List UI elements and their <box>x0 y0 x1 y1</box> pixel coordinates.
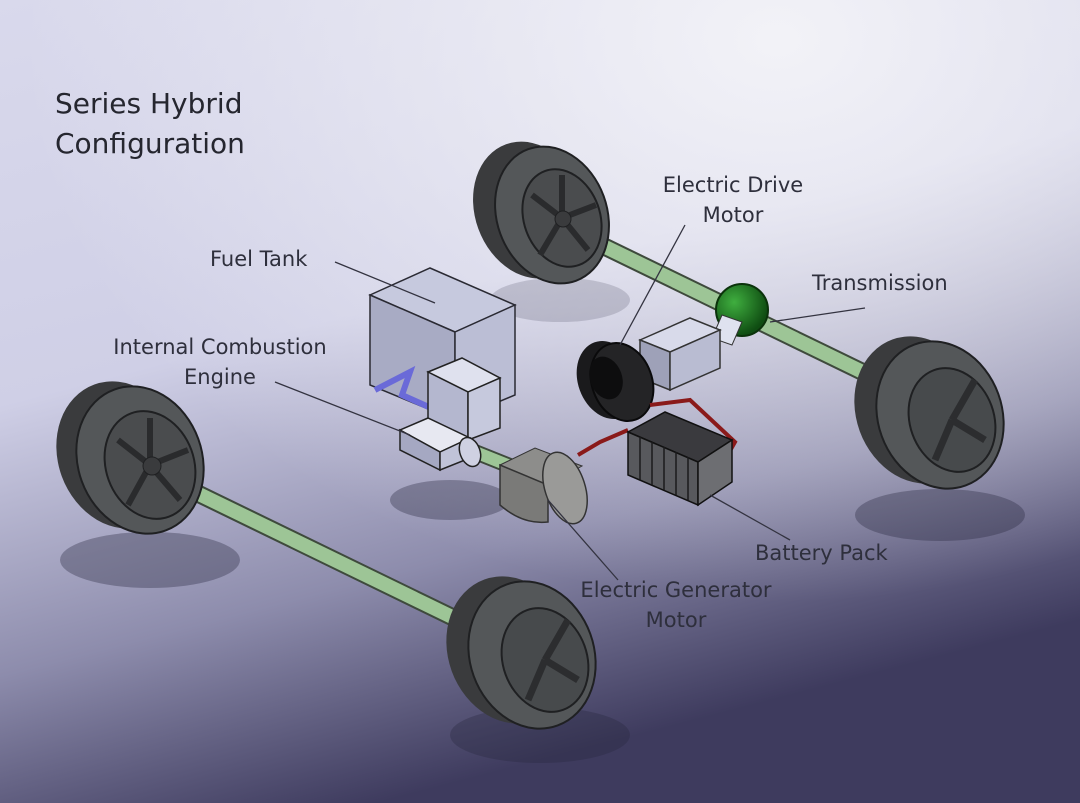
label-ice-line-1: Internal Combustion <box>113 335 327 359</box>
leader-lines <box>274 224 866 581</box>
title-line-2: Configuration <box>55 127 245 160</box>
label-ice-line-2: Engine <box>184 365 256 389</box>
title-line-1: Series Hybrid <box>55 87 243 120</box>
label-generator-line-1: Electric Generator <box>580 578 772 602</box>
ground-shadows <box>60 278 1025 763</box>
label-generator-line-2: Motor <box>645 608 707 632</box>
internal-combustion-engine <box>398 357 502 472</box>
wheel-rear-left <box>56 381 205 535</box>
wheel-rear-right <box>446 576 597 730</box>
label-electric-drive-motor: Electric Drive Motor <box>648 170 818 230</box>
label-electric-generator-motor: Electric Generator Motor <box>565 575 787 635</box>
wheel-front-right <box>854 336 1005 490</box>
label-fuel-tank: Fuel Tank <box>210 247 308 271</box>
label-drive-motor-line-2: Motor <box>702 203 764 227</box>
diagram-title: Series Hybrid Configuration <box>55 84 245 164</box>
label-transmission: Transmission <box>812 271 948 295</box>
wheel-front-left <box>473 141 610 285</box>
fuel-line <box>373 365 442 415</box>
electric-drive-motor <box>576 341 655 422</box>
label-internal-combustion-engine: Internal Combustion Engine <box>100 332 340 392</box>
label-drive-motor-line-1: Electric Drive <box>662 173 804 197</box>
label-battery-pack: Battery Pack <box>755 541 888 565</box>
battery-pack <box>626 411 734 507</box>
